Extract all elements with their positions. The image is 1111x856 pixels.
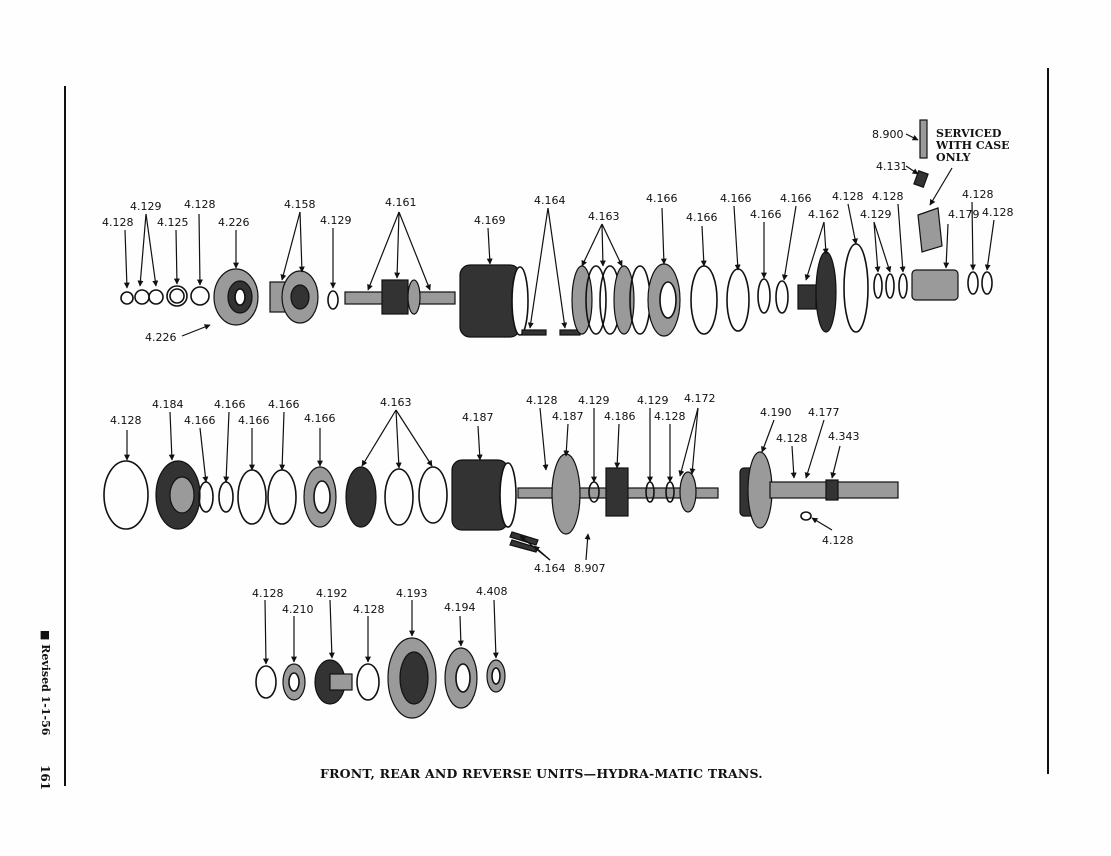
part-label: 4.193 [396, 587, 428, 600]
part-label: 4.177 [808, 406, 840, 419]
svg-text:ONLY: ONLY [936, 151, 971, 164]
part-label: 4.162 [808, 208, 840, 221]
part-label: 4.163 [588, 210, 620, 223]
part-label: 4.226 [218, 216, 250, 229]
part-label: 4.166 [268, 398, 300, 411]
part-label: 4.166 [686, 211, 718, 224]
row3-parts [255, 637, 506, 719]
part-label: 4.131 [876, 160, 908, 173]
part-label: 4.128 [872, 190, 904, 203]
part-label: 4.129 [130, 200, 162, 213]
part-label: 4.163 [380, 396, 412, 409]
part-label: 4.158 [284, 198, 316, 211]
svg-text:SERVICED: SERVICED [936, 127, 1002, 140]
row1-parts [120, 119, 993, 338]
part-label: 4.125 [157, 216, 189, 229]
part-labels: 8.900 4.131 4.129 4.128 4.128 4.125 4.22… [102, 128, 1014, 616]
part-label: 4.129 [320, 214, 352, 227]
part-label: 4.129 [578, 394, 610, 407]
part-label: 4.161 [385, 196, 417, 209]
part-label: 4.128 [776, 432, 808, 445]
part-label: 4.408 [476, 585, 508, 598]
part-label: 4.128 [832, 190, 864, 203]
part-label: 4.164 [534, 562, 566, 575]
serviced-with-case-note: SERVICED WITH CASE ONLY [935, 127, 1010, 164]
part-label: 4.184 [152, 398, 184, 411]
svg-text:WITH CASE: WITH CASE [935, 139, 1010, 152]
part-label: 4.128 [822, 534, 854, 547]
part-label: 4.166 [184, 414, 216, 427]
part-label: 4.179 [948, 208, 980, 221]
part-label: 4.166 [214, 398, 246, 411]
part-label: 4.128 [184, 198, 216, 211]
part-label: 4.343 [828, 430, 860, 443]
part-label: 8.907 [574, 562, 606, 575]
part-label: 4.190 [760, 406, 792, 419]
part-label: 4.166 [238, 414, 270, 427]
part-label: 4.166 [780, 192, 812, 205]
part-label: 4.166 [304, 412, 336, 425]
part-label: 4.128 [353, 603, 385, 616]
row2-parts [103, 451, 899, 553]
part-label: 4.192 [316, 587, 348, 600]
part-label: 4.128 [526, 394, 558, 407]
part-label: 4.128 [110, 414, 142, 427]
part-label: 4.226 [145, 331, 177, 344]
part-label: 4.166 [720, 192, 752, 205]
part-label: 4.129 [637, 394, 669, 407]
leader-arrows [123, 133, 995, 665]
part-label: 4.166 [750, 208, 782, 221]
part-label: 4.187 [462, 411, 494, 424]
part-label: 8.900 [872, 128, 904, 141]
part-label: 4.186 [604, 410, 636, 423]
figure-caption: FRONT, REAR AND REVERSE UNITS—HYDRA-MATI… [320, 766, 763, 781]
part-label: 4.129 [860, 208, 892, 221]
right-margin-rule [1047, 68, 1049, 774]
left-margin-rule [64, 86, 66, 786]
part-label: 4.128 [252, 587, 284, 600]
part-label: 4.128 [962, 188, 994, 201]
part-label: 4.210 [282, 603, 314, 616]
part-label: 4.166 [646, 192, 678, 205]
part-label: 4.128 [102, 216, 134, 229]
part-label: 4.169 [474, 214, 506, 227]
part-label: 4.194 [444, 601, 476, 614]
part-label: 4.172 [684, 392, 716, 405]
part-label: 4.187 [552, 410, 584, 423]
part-label: 4.128 [982, 206, 1014, 219]
part-label: 4.164 [534, 194, 566, 207]
page-number: 161 [38, 765, 52, 791]
part-label: 4.128 [654, 410, 686, 423]
